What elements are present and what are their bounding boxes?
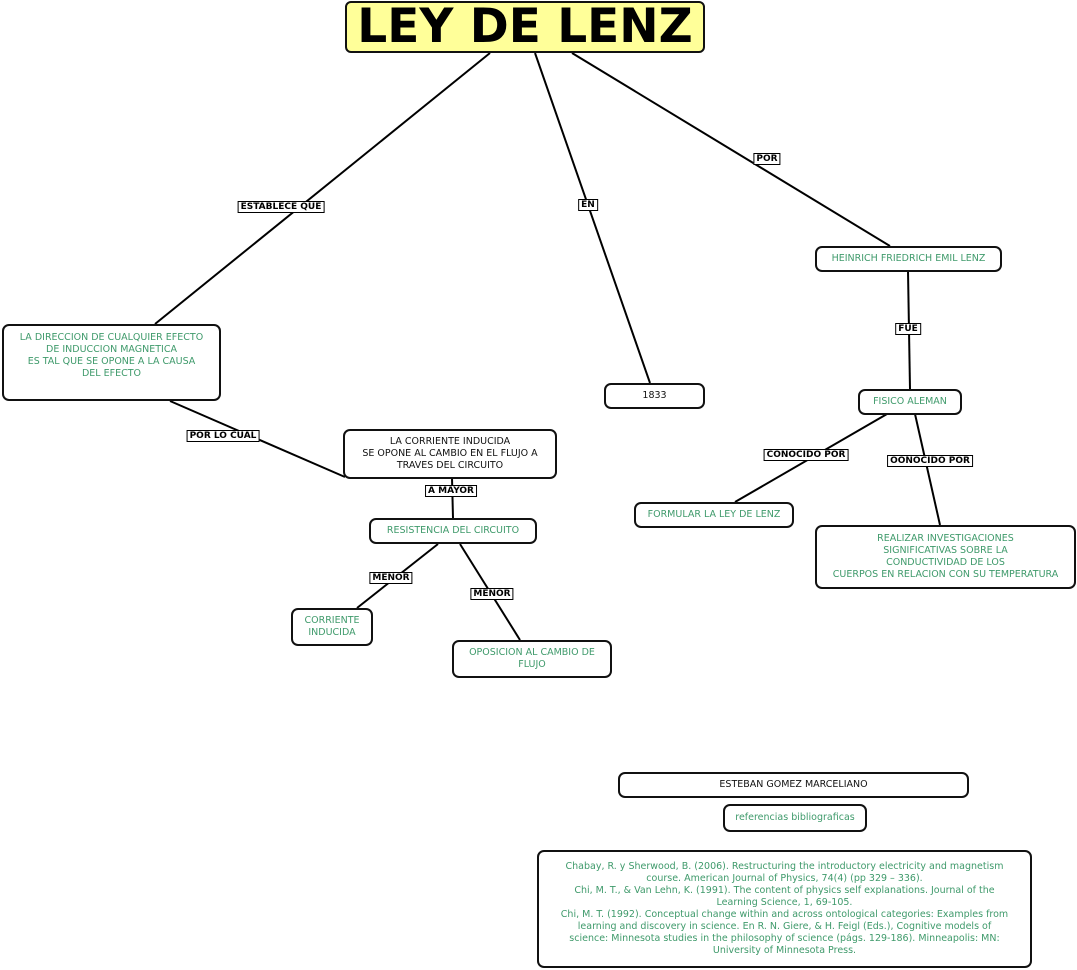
node-referencias[interactable]: Chabay, R. y Sherwood, B. (2006). Restru… bbox=[537, 850, 1032, 968]
node-referencias-title[interactable]: referencias bibliograficas bbox=[723, 804, 867, 832]
node-resistencia[interactable]: RESISTENCIA DEL CIRCUITO bbox=[369, 518, 537, 544]
link-line bbox=[571, 52, 891, 247]
node-autor[interactable]: ESTEBAN GOMEZ MARCELIANO bbox=[618, 772, 969, 798]
node-direccion[interactable]: LA DIRECCION DE CUALQUIER EFECTO DE INDU… bbox=[2, 324, 221, 401]
link-label-menor[interactable]: MENOR bbox=[470, 588, 514, 600]
node-realizar[interactable]: REALIZAR INVESTIGACIONES SIGNIFICATIVAS … bbox=[815, 525, 1076, 589]
title-node[interactable]: LEY DE LENZ bbox=[345, 1, 705, 53]
node-oposicion[interactable]: OPOSICION AL CAMBIO DE FLUJO bbox=[452, 640, 612, 678]
link-label-establece[interactable]: ESTABLECE QUE bbox=[237, 201, 325, 213]
node-year[interactable]: 1833 bbox=[604, 383, 705, 409]
link-line bbox=[451, 477, 454, 519]
link-label-oonocido[interactable]: OONOCIDO POR bbox=[887, 455, 973, 467]
node-fisico[interactable]: FISICO ALEMAN bbox=[858, 389, 962, 415]
link-label-conocido[interactable]: CONOCIDO POR bbox=[763, 449, 849, 461]
link-label-fue[interactable]: FUE bbox=[895, 323, 921, 335]
link-line bbox=[914, 413, 941, 526]
link-label-a-mayor[interactable]: A MAYOR bbox=[425, 485, 477, 497]
link-line bbox=[534, 52, 651, 384]
link-label-por-lo-cual[interactable]: POR LO CUAL bbox=[186, 430, 260, 442]
link-label-por[interactable]: POR bbox=[753, 153, 781, 165]
node-formular[interactable]: FORMULAR LA LEY DE LENZ bbox=[634, 502, 794, 528]
node-corriente-opone[interactable]: LA CORRIENTE INDUCIDA SE OPONE AL CAMBIO… bbox=[343, 429, 557, 479]
link-label-menor[interactable]: MENOR bbox=[369, 572, 413, 584]
link-label-en[interactable]: EN bbox=[578, 199, 598, 211]
node-corriente-inducida[interactable]: CORRIENTE INDUCIDA bbox=[291, 608, 373, 646]
link-line bbox=[154, 52, 491, 325]
node-heinrich[interactable]: HEINRICH FRIEDRICH EMIL LENZ bbox=[815, 246, 1002, 272]
